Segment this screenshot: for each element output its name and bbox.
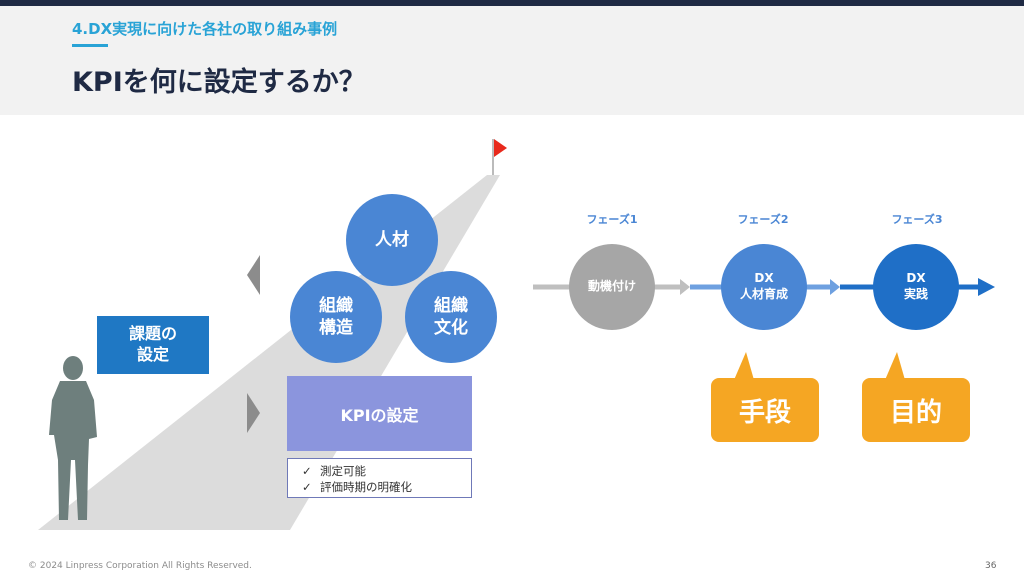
issue-box-line-2: 設定 — [136, 345, 169, 364]
phase-1-label: フェーズ1 — [586, 213, 638, 226]
checklist-item-text: 評価時期の明確化 — [320, 480, 412, 494]
checklist-item-text: 測定可能 — [320, 464, 366, 478]
callout-tail — [885, 352, 905, 380]
flag-icon — [492, 139, 507, 175]
means-callout: 手段 — [711, 378, 819, 442]
checklist-item: ✓ 測定可能 — [302, 463, 471, 479]
kpi-checklist: ✓ 測定可能 ✓ 評価時期の明確化 — [287, 458, 472, 498]
phase-2-label: フェーズ2 — [737, 213, 789, 226]
phase-3-circle-line-2: 実践 — [903, 287, 928, 301]
title-underline — [72, 44, 108, 47]
arrow-right-icon — [830, 279, 840, 295]
triangle-right-icon — [247, 393, 260, 433]
phase-2-circle-line-2: 人材育成 — [739, 287, 788, 301]
callout-tail — [734, 352, 754, 380]
phase-1-circle: 動機付け — [569, 244, 655, 330]
circle-organization-structure: 組織 構造 — [290, 271, 382, 363]
goal-callout: 目的 — [862, 378, 970, 442]
top-bar — [0, 0, 1024, 6]
page-title: KPIを何に設定するか？ — [72, 67, 366, 98]
means-callout-label: 手段 — [738, 397, 791, 428]
goal-callout-label: 目的 — [889, 397, 942, 428]
phase-3-circle: DX 実践 — [873, 244, 959, 330]
arrow-right-icon — [978, 278, 995, 296]
circle-structure-line-1: 組織 — [319, 295, 353, 316]
circle-culture-line-1: 組織 — [434, 295, 468, 316]
kpi-setting-label: KPIの設定 — [340, 405, 419, 425]
copyright: © 2024 Linpress Corporation All Rights R… — [28, 561, 252, 571]
header — [0, 6, 1024, 115]
checklist-item: ✓ 評価時期の明確化 — [302, 479, 471, 495]
circle-human-resources: 人材 — [346, 194, 438, 286]
phase-1-circle-label: 動機付け — [587, 279, 636, 294]
phase-2-circle-line-1: DX — [754, 271, 774, 286]
section-title: 4.DX実現に向けた各社の取り組み事例 — [72, 20, 338, 38]
issue-box-line-1: 課題の — [128, 324, 177, 344]
phase-2-circle: DX 人材育成 — [721, 244, 807, 330]
circle-organization-culture: 組織 文化 — [405, 271, 497, 363]
triangle-left-icon — [247, 255, 260, 295]
circle-human-resources-label: 人材 — [375, 229, 409, 250]
arrow-right-icon — [680, 279, 690, 295]
phase-3-label: フェーズ3 — [891, 213, 943, 226]
circle-structure-line-2: 構造 — [319, 318, 353, 338]
check-icon: ✓ — [302, 464, 312, 478]
issue-setting-box: 課題の 設定 — [97, 316, 215, 374]
check-icon: ✓ — [302, 480, 312, 494]
phase-3-circle-line-1: DX — [906, 271, 926, 286]
person-silhouette-icon — [49, 356, 97, 520]
kpi-setting-box: KPIの設定 — [287, 376, 472, 451]
circle-culture-line-2: 文化 — [434, 318, 468, 338]
page-number: 36 — [985, 561, 997, 571]
